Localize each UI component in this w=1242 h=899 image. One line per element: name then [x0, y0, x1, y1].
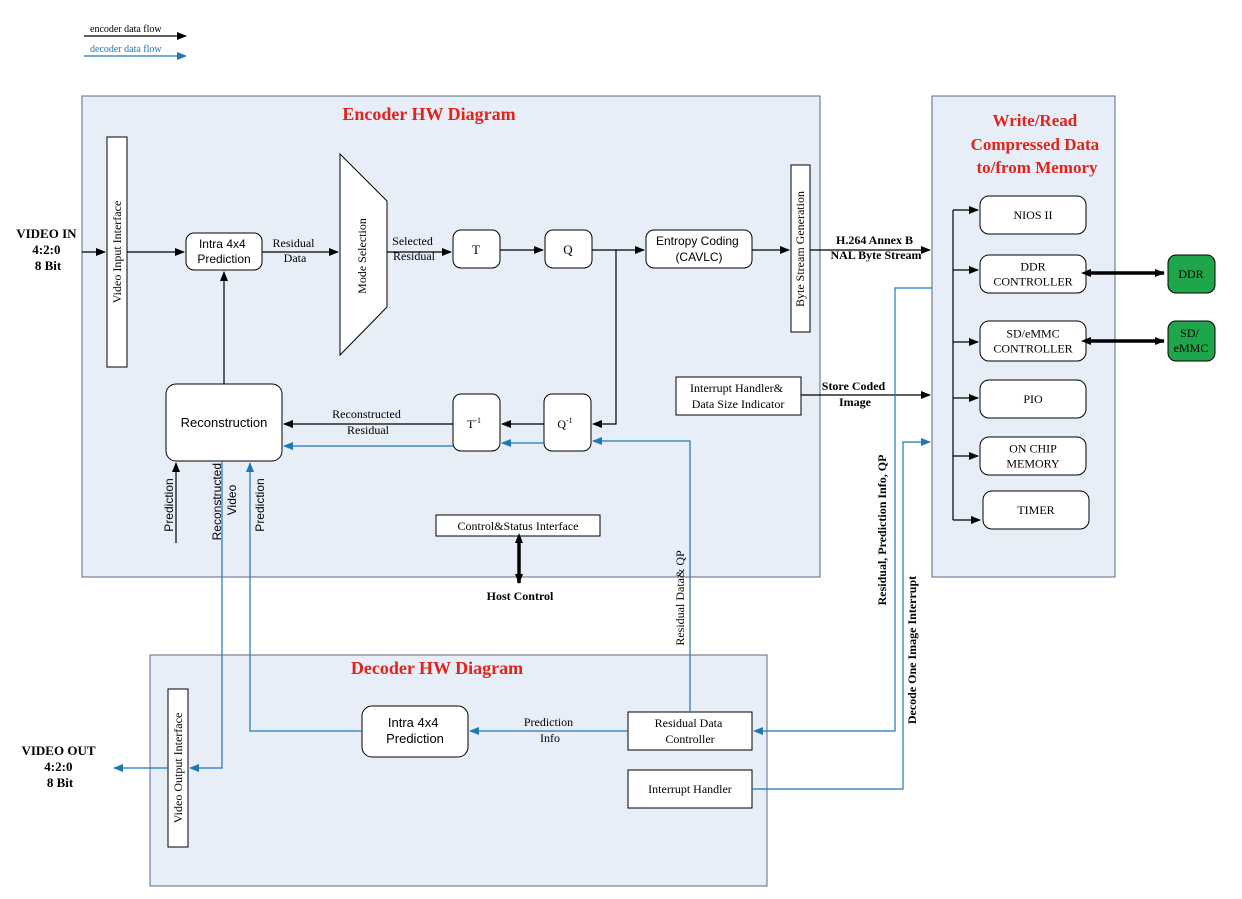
- decode-interrupt-label: Decode One Image Interrupt: [905, 576, 919, 724]
- svg-text:Q: Q: [563, 242, 573, 257]
- memory-block-label-nios: NIOS II: [1014, 208, 1053, 222]
- inverse-quantizer-block: [543, 393, 592, 452]
- transform-block: [452, 229, 501, 269]
- svg-text:Q-1: Q-1: [557, 416, 572, 431]
- decoder-connectors: [113, 287, 932, 790]
- encoder-panel: [81, 95, 821, 578]
- sd-emmc-memory: [1167, 320, 1216, 362]
- svg-text:SD/ eMMC: SD/ eMMC: [1174, 326, 1209, 355]
- decoder-title: Decoder HW Diagram: [351, 658, 523, 678]
- prediction-decoder-label: Prediction: [253, 478, 267, 531]
- svg-text:T-1: T-1: [467, 416, 481, 431]
- svg-text:Residual Data Controller: Residual Data Controller: [655, 716, 726, 746]
- legend-encoder-label: encoder data flow: [90, 24, 162, 35]
- encoder-connectors: [82, 206, 981, 543]
- reconstructed-video-label: Reconstructed Video: [210, 460, 239, 541]
- svg-text:Reconstruction: Reconstruction: [181, 415, 268, 430]
- memory-block-pio: [979, 379, 1087, 419]
- legend: encoder data flow decoder data flow: [84, 24, 187, 60]
- video-in-label: VIDEO IN 4:2:0 8 Bit: [16, 226, 80, 273]
- selected-residual-label: Selected Residual: [392, 234, 436, 263]
- memory-block-on-chip-memory: [979, 436, 1087, 476]
- memory-block-label-pio: PIO: [1023, 392, 1043, 406]
- encoder-title: Encoder HW Diagram: [342, 104, 515, 124]
- svg-text:Interrupt Handler& Data Si: Interrupt Handler& Data Size Indicator: [690, 381, 786, 411]
- residual-prediction-qp-label: Residual, Prediction Info, QP: [875, 455, 889, 606]
- h264-label: H.264 Annex B NAL Byte Stream: [830, 233, 921, 262]
- residual-qp-label: Residual Data& QP: [673, 550, 687, 646]
- inverse-transform-block: [452, 393, 501, 452]
- store-coded-image-label: Store Coded Image: [822, 379, 888, 409]
- svg-text:Video Output Interface: Video Output Interface: [171, 713, 185, 824]
- entropy-coding: [645, 229, 753, 269]
- prediction-input-label: Prediction: [162, 478, 176, 531]
- dec-interrupt-handler: [627, 769, 753, 809]
- svg-text:T: T: [472, 242, 480, 257]
- memory-block-label-timer: TIMER: [1017, 503, 1054, 517]
- svg-text:Byte Stream Generation: Byte Stream Generation: [793, 191, 807, 307]
- prediction-info-label: Prediction Info: [524, 715, 576, 745]
- byte-stream-generation: [790, 164, 811, 333]
- svg-text:Control&Status Interface: Control&Status Interface: [458, 519, 579, 533]
- svg-text:DDR: DDR: [1178, 267, 1203, 281]
- svg-text:Mode Selection: Mode Selection: [355, 218, 369, 294]
- video-input-interface-label: Video Input Interface: [110, 201, 124, 304]
- reconstructed-residual-label: Reconstructed Residual: [332, 407, 404, 437]
- quantizer-block: [544, 229, 593, 269]
- residual-data-label: Residual Data: [273, 236, 318, 265]
- memory-block-nios: [979, 195, 1087, 235]
- memory-block-timer: [982, 490, 1090, 530]
- legend-decoder-label: decoder data flow: [90, 44, 162, 55]
- thick-links: [515, 269, 1165, 584]
- memory-title: Write/Read Compressed Data to/from Memor…: [971, 111, 1104, 177]
- svg-text:Entropy Coding (CAVLC): Entropy Coding (CAVLC): [656, 234, 742, 264]
- svg-text:Intra 4x4 Prediction: Intra 4x4 Prediction: [197, 237, 250, 266]
- svg-text:Intra 4x4 Prediction: Intra 4x4 Prediction: [386, 715, 444, 746]
- mode-selection: [339, 152, 388, 357]
- video-out-label: VIDEO OUT 4:2:0 8 Bit: [21, 743, 98, 790]
- svg-text:Interrupt Handler: Interrupt Handler: [648, 782, 732, 796]
- interrupt-handler-size-indicator: [675, 376, 802, 416]
- host-control-label: Host Control: [487, 589, 554, 603]
- residual-data-controller: [627, 711, 753, 751]
- ddr-memory: [1167, 254, 1216, 294]
